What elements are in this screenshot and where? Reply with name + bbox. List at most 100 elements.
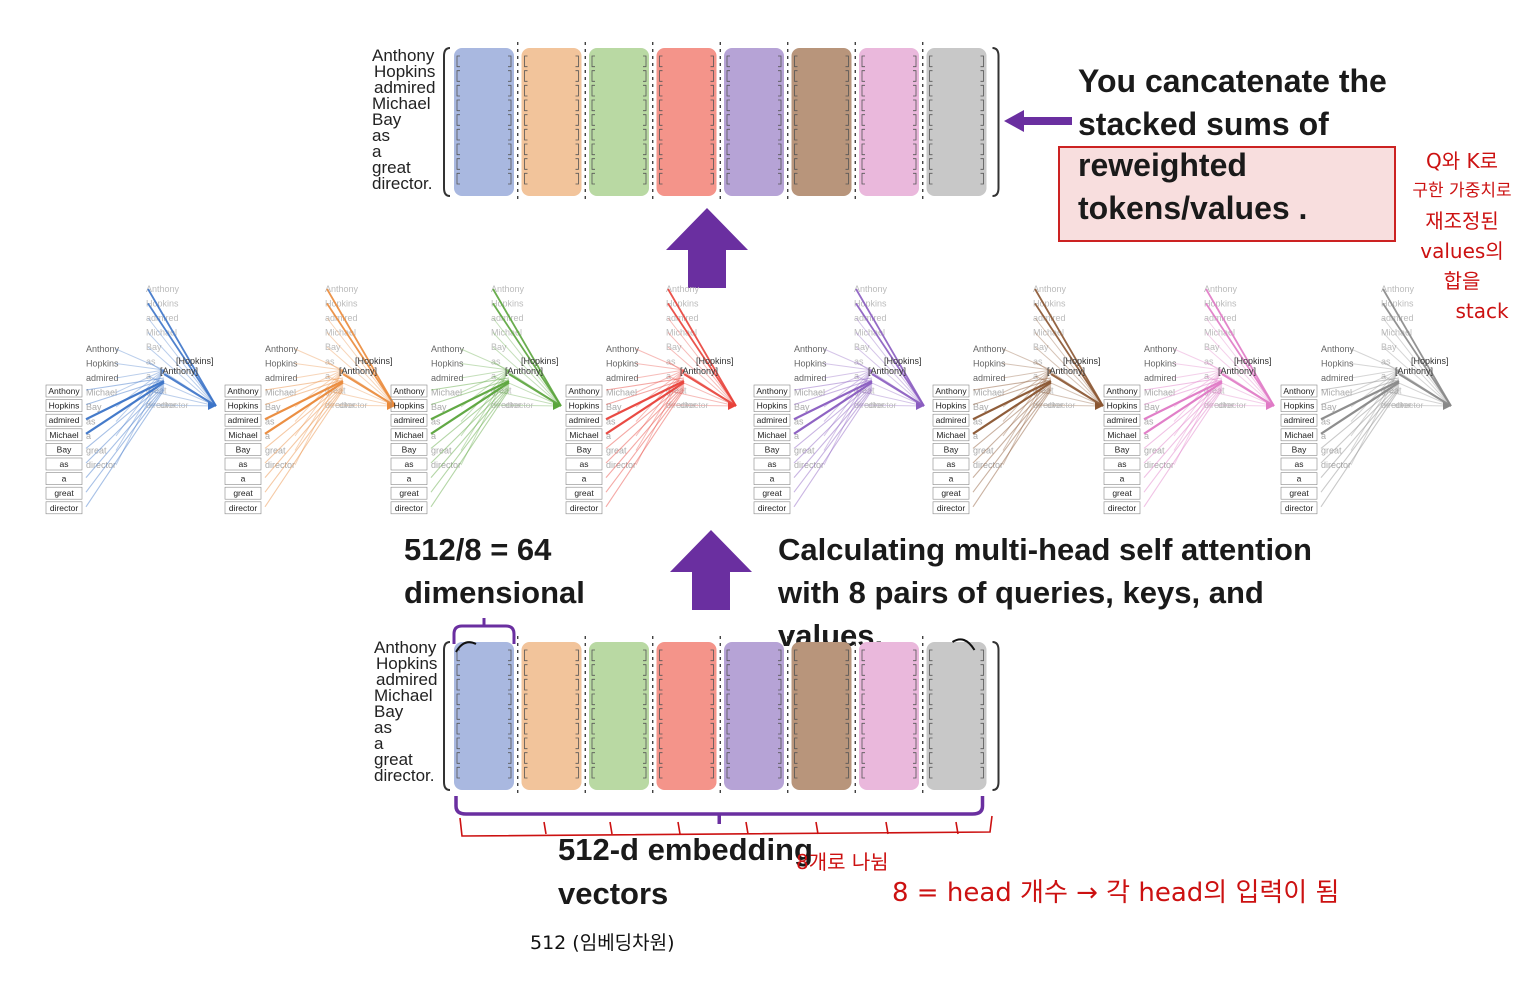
faded-token: Bay <box>1204 342 1220 352</box>
token-box <box>753 384 791 398</box>
token-box <box>45 457 83 471</box>
row-bracket <box>861 128 865 141</box>
row-bracket <box>726 722 730 735</box>
attention-line <box>115 369 165 466</box>
row-bracket <box>710 693 714 706</box>
attention-line <box>115 348 165 371</box>
token-box <box>753 399 791 412</box>
token-label: Anthony <box>372 46 435 65</box>
row-bracket <box>794 70 798 82</box>
attention-line <box>972 380 1052 421</box>
row-bracket <box>913 664 917 676</box>
row-bracket <box>861 664 865 676</box>
token-label: a <box>372 142 382 161</box>
row-bracket <box>726 664 730 676</box>
token-box <box>1280 384 1318 398</box>
token-box <box>565 413 603 427</box>
attention-line <box>855 375 925 407</box>
head-column <box>791 48 852 196</box>
faded-token: Hopkins <box>854 299 887 309</box>
mid-token: Michael <box>973 388 1004 398</box>
caption-line: You cancatenate the <box>1078 63 1387 99</box>
row-bracket <box>575 172 579 185</box>
token-box <box>1280 457 1318 471</box>
token-box <box>1280 399 1318 412</box>
row-bracket <box>575 649 579 662</box>
row-bracket <box>861 708 865 720</box>
row-bracket <box>726 114 730 126</box>
mid-token: great <box>431 446 452 456</box>
split-tick <box>677 821 681 835</box>
row-bracket <box>913 766 917 779</box>
attention-line <box>1320 381 1400 435</box>
attention-line <box>823 369 873 437</box>
row-bracket <box>794 722 798 735</box>
token-box <box>390 399 428 412</box>
row-bracket <box>643 172 647 185</box>
token-box <box>45 384 83 398</box>
attention-line <box>1002 348 1052 371</box>
row-bracket <box>508 722 512 735</box>
faded-token: director <box>325 400 355 410</box>
row-bracket <box>726 766 730 779</box>
left-token: Bay <box>1292 444 1307 454</box>
mid-token: a <box>606 431 611 441</box>
token-box <box>1280 501 1318 515</box>
row-bracket <box>929 664 933 676</box>
attention-line <box>667 303 737 407</box>
attention-line <box>635 369 685 408</box>
mid-token: great <box>1321 446 1342 456</box>
attention-line <box>326 317 396 407</box>
row-bracket <box>508 752 512 764</box>
attention-line <box>605 378 685 406</box>
row-bracket <box>929 737 933 750</box>
mid-token: admired <box>431 373 464 383</box>
focal-token: [Anthony] <box>868 366 906 376</box>
row-bracket <box>591 84 595 97</box>
attention-line <box>793 388 873 493</box>
attention-head: AnthonyHopkinsadmiredMichaelBayasagreatd… <box>565 284 737 515</box>
row-bracket <box>929 693 933 706</box>
row-bracket <box>456 172 460 185</box>
left-token: Anthony <box>1283 386 1315 396</box>
dimension-brace <box>452 624 516 644</box>
row-bracket <box>929 752 933 764</box>
token-box <box>1280 413 1318 427</box>
row-bracket <box>929 70 933 82</box>
token-label: Bay <box>372 110 402 129</box>
attention-line <box>492 303 562 407</box>
attention-line <box>635 369 685 437</box>
note-line: stack <box>1455 299 1509 323</box>
faded-token: admired <box>1381 313 1414 323</box>
attention-line <box>972 385 1052 464</box>
mid-token: director <box>265 460 295 470</box>
row-bracket <box>508 737 512 750</box>
attention-line <box>1221 373 1275 407</box>
row-bracket <box>456 722 460 735</box>
attention-line <box>264 385 344 464</box>
caption-line: 512/8 = 64 <box>404 532 552 567</box>
token-box <box>565 472 603 485</box>
caption-line: stacked sums of <box>1078 106 1329 142</box>
caption-line: Calculating multi-head self attention <box>778 532 1312 567</box>
left-token: Hopkins <box>936 401 967 411</box>
row-bracket <box>643 664 647 676</box>
focal-token: [Hopkins] <box>176 356 214 366</box>
token-label: Hopkins <box>376 654 438 673</box>
attention-line <box>1173 369 1223 437</box>
mid-token: admired <box>973 373 1006 383</box>
attention-line <box>1350 369 1400 466</box>
attention-line <box>460 348 510 371</box>
left-token: Anthony <box>568 386 600 396</box>
row-bracket <box>929 649 933 662</box>
token-box <box>45 443 83 456</box>
row-bracket <box>929 55 933 68</box>
row-bracket <box>861 172 865 185</box>
mid-token: admired <box>1144 373 1177 383</box>
attention-line <box>326 332 396 407</box>
attention-line <box>115 363 165 371</box>
row-bracket <box>929 143 933 156</box>
row-bracket <box>591 664 595 676</box>
row-bracket <box>861 766 865 779</box>
row-bracket <box>575 752 579 764</box>
